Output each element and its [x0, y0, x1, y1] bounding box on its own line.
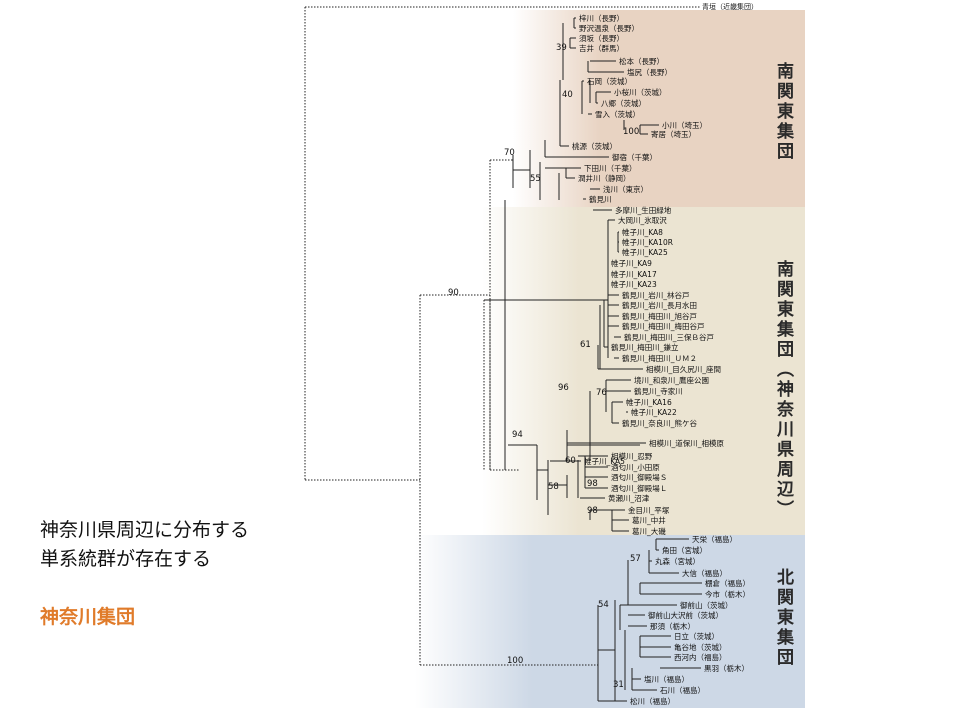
taxon-label: 鶴見川_岩川_林谷戸 [622, 290, 690, 300]
taxon-label: 境川_和泉川_鷹座公園 [634, 375, 709, 385]
taxon-label: 帷子川_KA9 [611, 258, 652, 268]
bootstrap-value: 98 [587, 479, 598, 489]
taxon-label: 浅川（東京） [603, 184, 648, 194]
taxon-label: 帷子川_KA23 [611, 279, 657, 289]
bootstrap-value: 94 [512, 430, 523, 440]
taxon-label: 八郷（茨城） [601, 98, 646, 108]
taxon-label: 塩尻（長野） [627, 67, 672, 77]
taxon-label: 大信（福島） [682, 568, 727, 578]
taxon-label: 大岡川_氷取沢 [618, 215, 667, 225]
taxon-label: 松川（福島） [630, 696, 675, 706]
taxon-label: 西河内（福島） [674, 652, 727, 662]
bootstrap-value: 61 [580, 340, 591, 350]
caption-line-2: 単系統群が存在する [40, 548, 212, 570]
bootstrap-value: 100 [623, 127, 639, 137]
taxon-label: 葛川_大磯 [632, 526, 666, 536]
bootstrap-value: 40 [562, 90, 573, 100]
taxon-label: 鶴見川_寺家川 [634, 386, 683, 396]
taxon-label: 帷子川_KA17 [611, 269, 657, 279]
group-label-north-kanto: 北関東集団 [773, 568, 793, 668]
taxon-label: 多摩川_生田緑地 [615, 205, 672, 215]
taxon-label: 松本（長野） [619, 56, 664, 66]
taxon-label: 相模川_道保川_相模原 [649, 438, 724, 448]
taxon-label: 須坂（長野） [579, 33, 624, 43]
taxon-label: 帷子川_KA16 [626, 397, 672, 407]
taxon-label: 相模川_忍野 [611, 451, 653, 461]
taxon-label: 日立（茨城） [674, 631, 719, 641]
bootstrap-value: 39 [556, 43, 567, 53]
taxon-label: 黄瀬川_沼津 [608, 493, 650, 503]
taxon-label: 小川（埼玉） [662, 120, 707, 130]
taxon-label: 野沢温泉（長野） [579, 23, 639, 33]
taxon-label: 雪入（茨城） [595, 109, 640, 119]
bootstrap-value: 60 [565, 456, 576, 466]
bootstrap-value: 55 [530, 174, 541, 184]
taxon-label: 黒羽（栃木） [704, 663, 749, 673]
bootstrap-value: 96 [558, 383, 569, 393]
taxon-label: 鶴見川_梅田川_旭谷戸 [622, 311, 697, 321]
taxon-label: 酒匂川_小田原 [611, 462, 660, 472]
bootstrap-value: 31 [613, 680, 624, 690]
bootstrap-value: 58 [548, 482, 559, 492]
taxon-label: 梓川（長野） [579, 13, 624, 23]
bootstrap-value: 54 [598, 600, 609, 610]
taxon-label: 帷子川_KA5 [584, 456, 625, 466]
taxon-label: 酒匂川_御殿場Ｌ [611, 483, 667, 493]
taxon-label: 鶴見川_梅田川_三保Ｂ谷戸 [624, 332, 714, 342]
taxon-label: 鶴見川_奈良川_熊ケ谷 [622, 418, 697, 428]
taxon-label: 酒匂川_御殿場Ｓ [611, 472, 667, 482]
bootstrap-value: 98 [587, 506, 598, 516]
taxon-label: 帷子川_KA8 [622, 227, 663, 237]
caption: 神奈川県周辺に分布する 単系統群が存在する [40, 516, 249, 574]
taxon-label: 今市（栃木） [705, 589, 750, 599]
taxon-label: 御宿（千葉） [612, 152, 657, 162]
taxon-label: 鶴見川_梅田川_梅田谷戸 [622, 321, 705, 331]
taxon-label: 吉井（群馬） [579, 43, 624, 53]
group-label-kanagawa: 南関東集団（神奈川県周辺） [773, 260, 793, 520]
taxon-label: 小桜川（茨城） [614, 87, 667, 97]
taxon-label: 塩川（福島） [644, 674, 689, 684]
taxon-label: 帷子川_KA22 [631, 407, 677, 417]
bootstrap-value: 76 [596, 388, 607, 398]
taxon-label: 角田（宮城） [662, 545, 707, 555]
taxon-label: 御前山（茨城） [680, 600, 733, 610]
taxon-label: 桃源（茨城） [572, 141, 617, 151]
taxon-label: 鶴見川_梅田川_ＵＭ２ [622, 353, 697, 363]
taxon-label: 鶴見川_岩川_長月水田 [622, 300, 697, 310]
bootstrap-value: 100 [507, 656, 523, 666]
taxon-label: 潤井川（静岡） [578, 173, 631, 183]
bootstrap-value: 57 [630, 554, 641, 564]
taxon-label: 丸森（宮城） [655, 556, 700, 566]
bootstrap-value: 90 [448, 288, 459, 298]
taxon-label: 下田川（千葉） [584, 163, 637, 173]
taxon-label: 葛川_中井 [632, 515, 666, 525]
taxon-label: 帷子川_KA10R [622, 237, 673, 247]
taxon-label: 石岡（茨城） [587, 76, 632, 86]
taxon-label: 亀谷地（茨城） [674, 642, 727, 652]
taxon-label: 寄居（埼玉） [651, 129, 696, 139]
taxon-label: 鶴見川_梅田川_鎌立 [611, 342, 679, 352]
taxon-label: 鶴見川 [589, 194, 612, 204]
taxon-label: 天栄（福島） [692, 534, 737, 544]
outgroup-label: 青垣（近畿集団） [702, 2, 758, 11]
taxon-label: 那須（栃木） [650, 621, 695, 631]
kanagawa-band [482, 207, 805, 535]
bootstrap-value: 70 [504, 148, 515, 158]
north-kanto-band [415, 535, 805, 708]
taxon-label: 石川（福島） [660, 685, 705, 695]
taxon-label: 御前山大沢前（茨城） [648, 610, 723, 620]
taxon-label: 帷子川_KA25 [622, 247, 668, 257]
highlight-label: 神奈川集団 [40, 606, 136, 628]
group-label-south-kanto: 南関東集団 [773, 62, 793, 162]
taxon-label: 棚倉（福島） [705, 578, 750, 588]
caption-line-1: 神奈川県周辺に分布する [40, 519, 250, 541]
taxon-label: 相模川_目久尻川_座間 [646, 364, 721, 374]
south-kanto-band [513, 10, 805, 207]
taxon-label: 金目川_平塚 [628, 505, 670, 515]
